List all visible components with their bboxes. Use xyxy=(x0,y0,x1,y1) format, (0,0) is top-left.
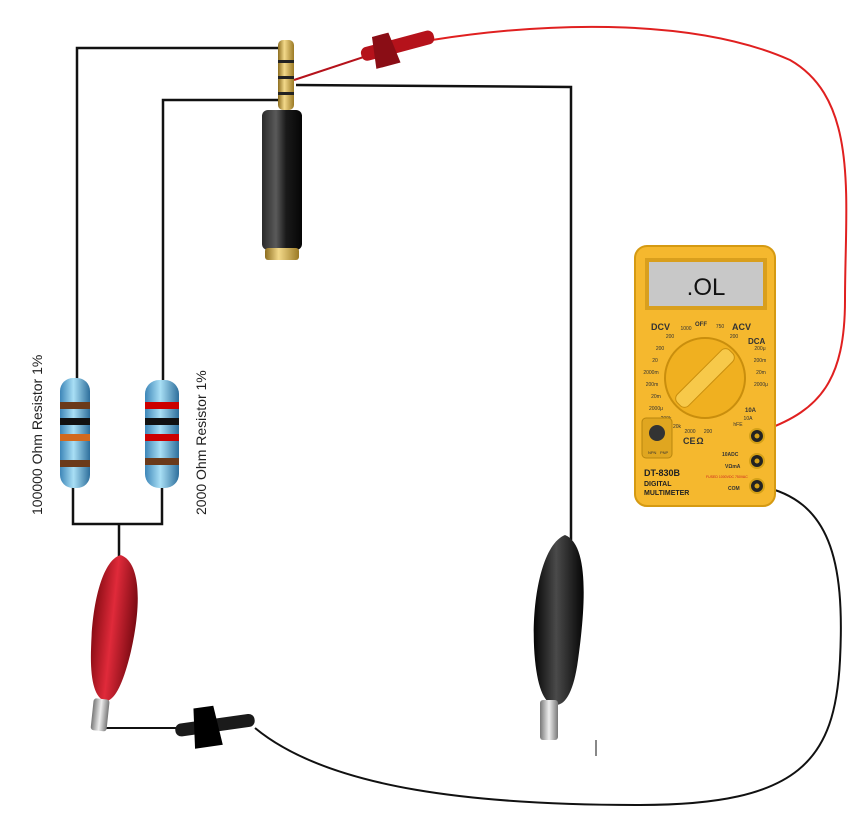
audio-jack xyxy=(262,40,302,260)
resistor-100k: 100000 Ohm Resistor 1% xyxy=(29,355,90,515)
scale-value: 200μ xyxy=(754,346,765,352)
scale-value: 1000 xyxy=(680,326,691,332)
jack-body xyxy=(262,110,302,250)
label-acv: ACV xyxy=(732,322,751,332)
jack-label-10a: 10ADC xyxy=(722,452,739,458)
band xyxy=(145,418,179,425)
label-ohm: Ω xyxy=(696,436,703,446)
black-clip-boot xyxy=(533,535,584,705)
scale-value: 200m xyxy=(754,358,767,364)
label-off: OFF xyxy=(695,322,707,328)
black-clip-jaw xyxy=(540,700,558,740)
ce-mark: CE xyxy=(683,436,696,446)
wire-jack-to-black-clip xyxy=(295,83,573,540)
scale-value: hFE xyxy=(733,422,743,428)
scale-value: 200 xyxy=(656,346,665,352)
hfe-socket-hole xyxy=(649,425,665,441)
scale-value: 200 xyxy=(730,334,739,340)
band xyxy=(60,402,90,409)
scale-value: 20k xyxy=(673,424,682,430)
band xyxy=(60,418,90,425)
pnp-label: PNP xyxy=(660,450,669,455)
band xyxy=(145,434,179,441)
npn-label: NPN xyxy=(648,450,657,455)
wire-resistor-bottom-junction xyxy=(71,478,164,526)
model-label: DT-830B xyxy=(644,468,681,478)
scale-value: 2000μ xyxy=(754,382,768,388)
multimeter: .OL DCV ACV DCA OFF Ω 10A 1000 200 200 2… xyxy=(634,245,776,507)
scale-value: 20m xyxy=(651,394,661,400)
resistor-100k-label: 100000 Ohm Resistor 1% xyxy=(29,355,45,515)
jack-com-inner xyxy=(754,483,760,489)
scale-value: 750 xyxy=(716,324,725,330)
brand-line-1: DIGITAL xyxy=(644,481,672,488)
jack-label-com: COM xyxy=(728,486,740,492)
red-clip-boot xyxy=(90,555,138,702)
warning-label: FUSED 1000VDC 750VAC xyxy=(706,475,748,479)
jack-ring-insulator-1 xyxy=(278,60,294,63)
multimeter-reading: .OL xyxy=(687,274,726,301)
label-10a: 10A xyxy=(745,408,757,414)
jack-vohm-inner xyxy=(754,458,760,464)
scale-value: 20 xyxy=(652,358,658,364)
scale-value: 2000 xyxy=(684,429,695,435)
scale-value: 200 xyxy=(704,429,713,435)
scale-value: 200m xyxy=(646,382,659,388)
black-probe-grip xyxy=(193,705,223,749)
label-dcv: DCV xyxy=(651,322,670,332)
black-probe-hook xyxy=(175,705,255,749)
red-clip-jaw xyxy=(90,698,110,732)
scale-value: 20m xyxy=(756,370,766,376)
multimeter-display xyxy=(649,262,763,306)
scale-value: 10A xyxy=(744,416,754,422)
jack-plug-pin xyxy=(278,40,294,110)
resistor-2k-label: 2000 Ohm Resistor 1% xyxy=(193,370,209,515)
red-probe-grip xyxy=(371,32,401,69)
jack-label-vohm: VΩmA xyxy=(725,464,741,470)
wire-red-probe-to-multimeter xyxy=(431,25,848,431)
wire-jack-to-resistor-2k xyxy=(161,98,282,385)
wire-jack-to-resistor-100k xyxy=(75,46,282,380)
scale-value: 2000m xyxy=(643,370,658,376)
red-probe-hook xyxy=(360,30,435,69)
jack-ring-insulator-3 xyxy=(278,92,294,95)
black-alligator-clip xyxy=(533,535,584,740)
jack-10a-inner xyxy=(754,433,760,439)
jack-ring-insulator-2 xyxy=(278,76,294,79)
label-dca: DCA xyxy=(748,337,766,346)
brand-line-2: MULTIMETER xyxy=(644,490,689,497)
band xyxy=(145,402,179,409)
wire-black-probe-to-multimeter xyxy=(254,485,842,807)
resistor-2k: 2000 Ohm Resistor 1% xyxy=(145,370,209,515)
band xyxy=(60,434,90,441)
resistor-100k-body xyxy=(60,378,90,488)
band xyxy=(60,460,90,467)
scale-value: 200 xyxy=(666,334,675,340)
band xyxy=(145,458,179,465)
rotary-dial-pointer[interactable] xyxy=(673,346,737,410)
jack-gold-collar xyxy=(265,248,299,260)
scale-value: 2000μ xyxy=(649,406,663,412)
scale-values: 1000 200 200 20 2000m 200m 20m 2000μ 200… xyxy=(643,324,768,435)
wires xyxy=(71,25,848,807)
red-alligator-clip xyxy=(90,555,138,732)
